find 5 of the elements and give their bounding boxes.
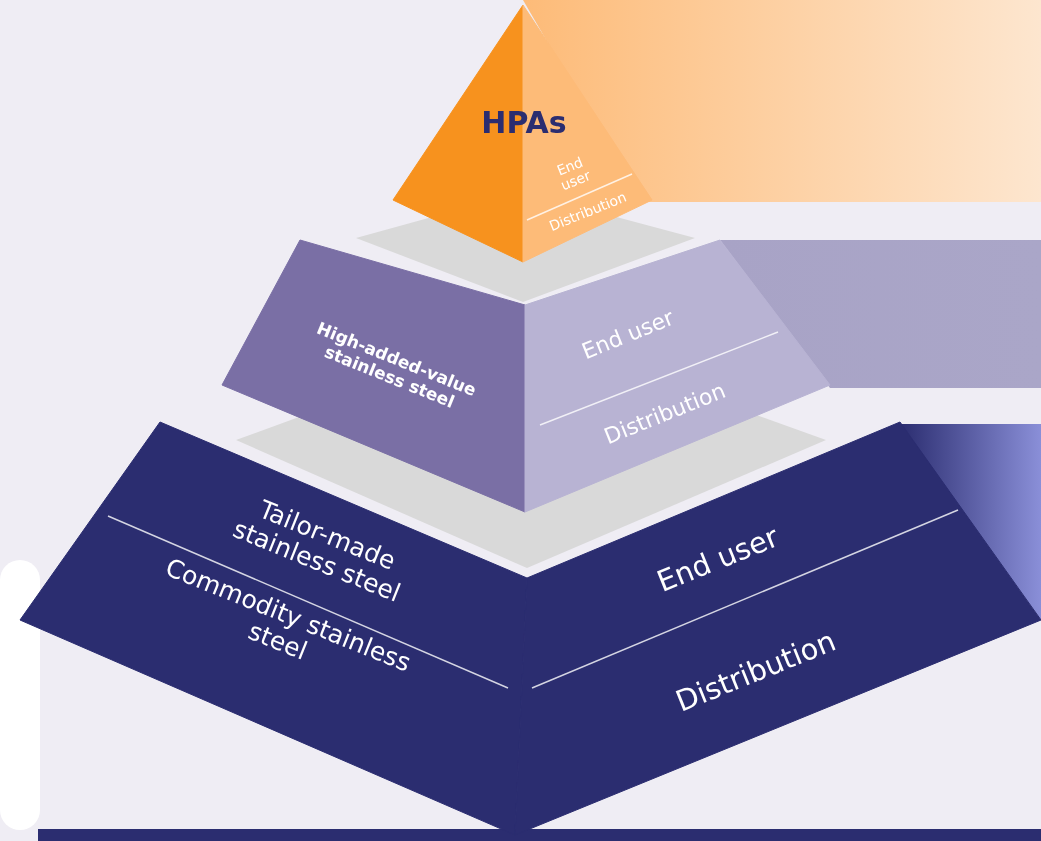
tier-label: HPAs <box>480 105 568 139</box>
tier-label: End user <box>553 152 594 194</box>
pyramid-tier <box>393 5 652 262</box>
tier-label: End user <box>577 303 679 367</box>
tier-label: End user <box>651 518 785 601</box>
